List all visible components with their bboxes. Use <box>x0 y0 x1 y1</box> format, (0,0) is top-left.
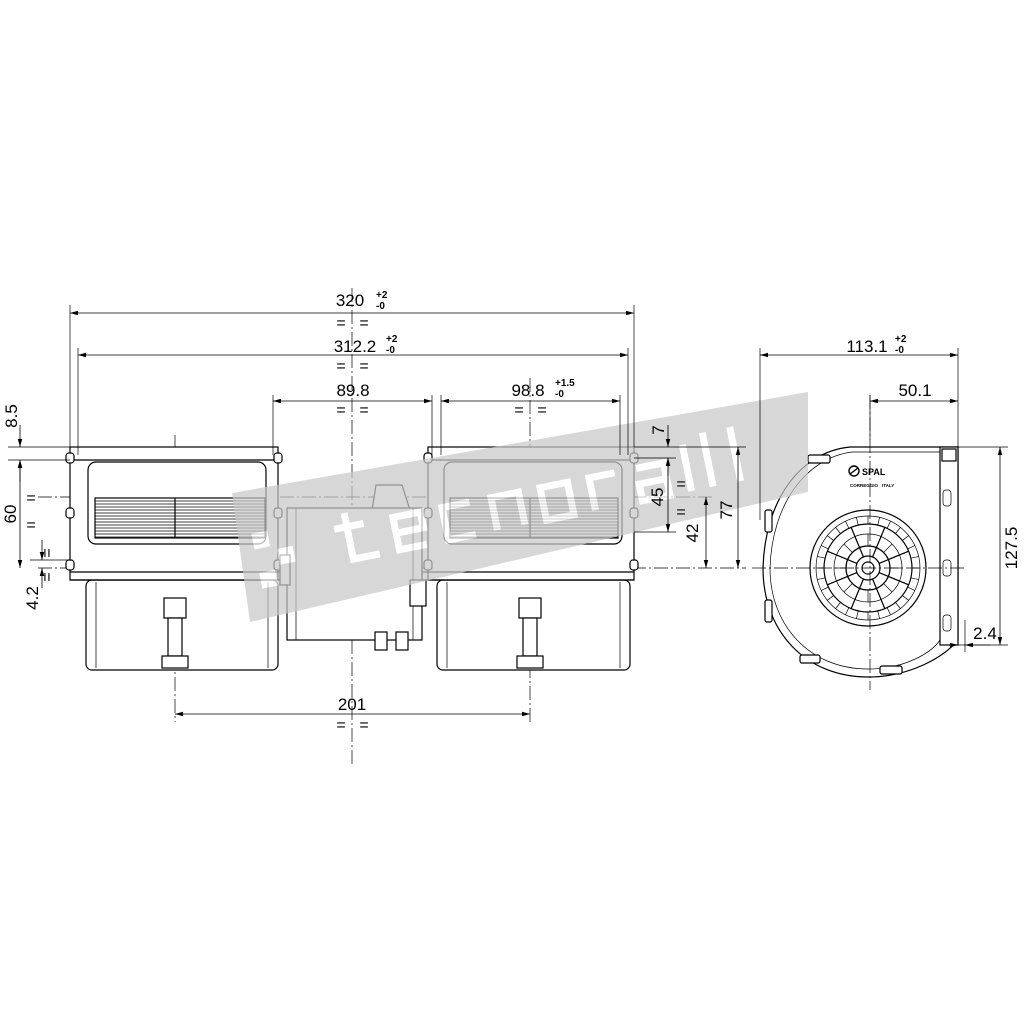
dim-axis-height: 45 <box>648 488 667 507</box>
dim-lip: 2.4 <box>973 624 997 643</box>
grille-rib <box>910 577 919 580</box>
dim-wheel-spacing: 201 <box>338 695 366 714</box>
dim-side-height: 127.5 <box>1002 527 1021 570</box>
dim-total-height: 77 <box>717 501 736 520</box>
spal-logo-icon <box>848 465 860 477</box>
grille-rib <box>856 610 859 619</box>
grille-rib <box>817 577 826 580</box>
dim-inner-length: 312.2 <box>334 337 377 356</box>
grille-rib <box>856 517 859 526</box>
symmetry-mark: = <box>26 517 35 534</box>
dim-flange-offset: 4.2 <box>23 586 42 610</box>
grille-rib <box>820 586 829 591</box>
grille-rib <box>910 556 919 559</box>
grille-rib <box>895 602 901 609</box>
front-dimensions: 320 +2 -0 = = 312.2 +2 -0 = = 89.8 = = 9… <box>1 290 746 734</box>
inlet-spokes <box>816 516 920 620</box>
grille-rib <box>877 517 880 526</box>
wheel-vane <box>854 588 860 600</box>
wheel-vane <box>876 588 882 600</box>
symmetry-mark: = <box>514 402 523 419</box>
symmetry-mark: = <box>537 402 546 419</box>
grille-rib <box>902 535 909 541</box>
grille-rib <box>845 607 850 616</box>
tol-minus: -0 <box>376 301 385 312</box>
wheel-vane <box>888 576 900 582</box>
grille-rib <box>817 556 826 559</box>
dim-axis-depth: 50.1 <box>898 381 931 400</box>
symmetry-mark: = <box>336 358 345 375</box>
side-dimensions: 113.1 +2 -0 50.1 127.5 2.4 <box>759 334 1021 652</box>
symmetry-mark: = <box>26 490 35 507</box>
dim-outlet-height: 60 <box>1 505 20 524</box>
symmetry-mark: = <box>336 315 345 332</box>
wheel-vane <box>854 536 860 548</box>
grille-rib <box>886 520 891 529</box>
wall-notch <box>65 559 75 571</box>
logo-country: ITALY <box>882 483 894 488</box>
grille-rib <box>907 586 916 591</box>
wheel-vane <box>843 543 853 553</box>
grille-rib <box>886 607 891 616</box>
dim-flange-height: 8.5 <box>2 404 21 428</box>
symmetry-mark: = <box>359 315 368 332</box>
wheel-vane <box>888 554 900 560</box>
right-clip <box>516 597 544 669</box>
symmetry-mark: = <box>39 548 56 557</box>
wheel-vane <box>883 543 893 553</box>
wheel-vane <box>836 576 848 582</box>
logo-brand: SPAL <box>862 467 886 477</box>
dim-inlet-width: 98.8 <box>511 381 544 400</box>
tol-plus: +2 <box>376 290 388 301</box>
flange-slot <box>942 614 952 632</box>
logo-city: CORREGGIO <box>850 483 879 488</box>
wall-notch <box>629 559 639 571</box>
wheel-vane <box>836 554 848 560</box>
wheel-vane <box>876 536 882 548</box>
grille-rib <box>877 610 880 619</box>
tol-minus: -0 <box>386 345 395 356</box>
motor-terminal <box>374 631 388 651</box>
grille-rib <box>902 595 909 601</box>
tol-plus: +1.5 <box>555 378 575 389</box>
spal-logo: SPAL CORREGGIO ITALY <box>848 465 894 488</box>
symmetry-mark: = <box>336 717 345 734</box>
grille-rib <box>907 545 916 550</box>
dim-depth: 113.1 <box>846 337 887 356</box>
wall-notch <box>65 507 75 519</box>
grille-rib <box>827 595 834 601</box>
tol-plus: +2 <box>386 334 398 345</box>
scroll-bumps <box>764 454 903 675</box>
flange-slot <box>942 489 952 507</box>
tol-minus: -0 <box>555 389 564 400</box>
grille-rib <box>835 527 841 534</box>
symmetry-mark: = <box>676 504 685 521</box>
grille-rib <box>835 602 841 609</box>
symmetry-mark: = <box>359 717 368 734</box>
symmetry-mark: = <box>359 358 368 375</box>
tol-plus: +2 <box>895 334 907 345</box>
dim-motor-width: 89.8 <box>336 381 369 400</box>
grille-rib <box>845 520 850 529</box>
watermark <box>232 392 808 622</box>
dim-overall-length: 320 <box>336 291 364 310</box>
dim-axis-to-base: 42 <box>683 524 702 543</box>
symmetry-mark: = <box>336 402 345 419</box>
wall-notch <box>65 452 75 464</box>
motor-terminal <box>395 631 409 651</box>
symmetry-mark: = <box>676 476 685 493</box>
symmetry-mark: = <box>359 402 368 419</box>
flange-tab <box>941 448 957 462</box>
dim-top-offset: 7 <box>649 425 668 434</box>
wheel-vane <box>843 583 853 593</box>
grille-rib <box>827 535 834 541</box>
grille-rib <box>820 545 829 550</box>
wall-notch <box>273 452 283 464</box>
tol-minus: -0 <box>895 345 904 356</box>
left-clip <box>161 597 189 669</box>
grille-rib <box>895 527 901 534</box>
wheel-vane <box>883 583 893 593</box>
symmetry-mark: = <box>39 572 56 581</box>
